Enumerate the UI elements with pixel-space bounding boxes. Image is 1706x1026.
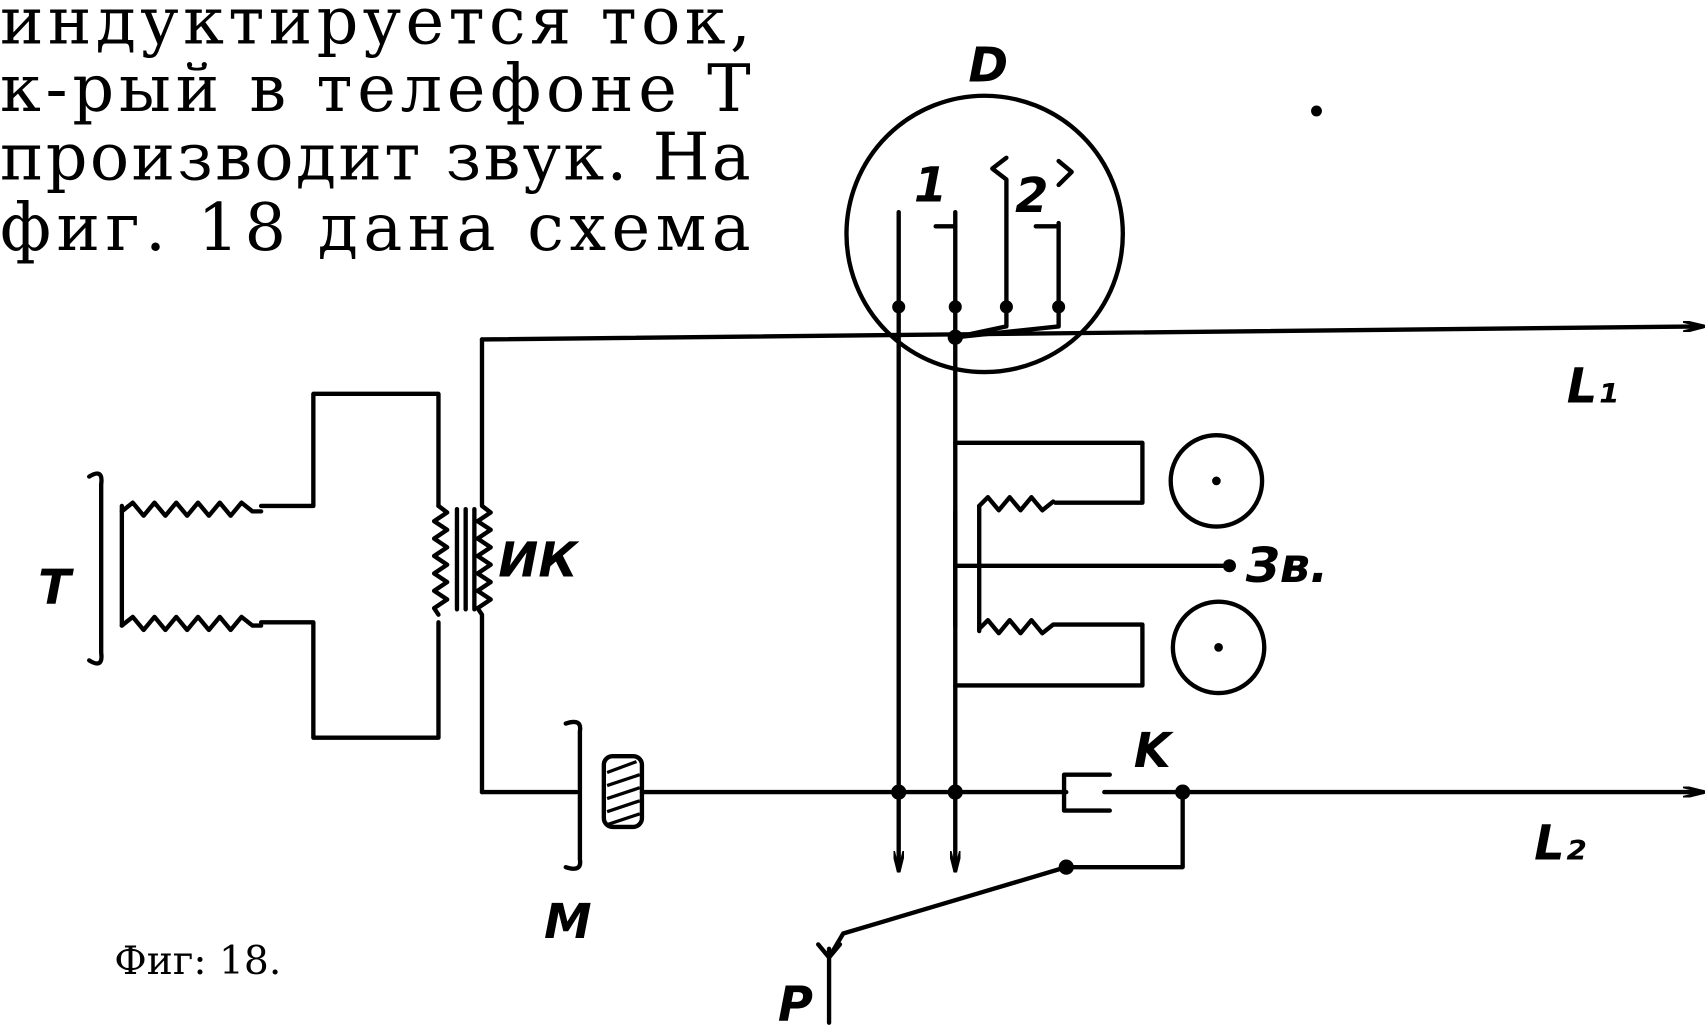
label-key: K [1134, 724, 1175, 779]
speck [1311, 105, 1322, 117]
label-telephone: T [38, 561, 74, 616]
switch-d: D 1 2 [844, 39, 1126, 873]
text-line: к-рый в телефоне T [0, 51, 751, 127]
label-d: D [968, 39, 1008, 94]
label-contact-1: 1 [914, 158, 947, 213]
label-induction-coil: ИК [498, 534, 580, 589]
text-line: индуктируется ток, [0, 0, 751, 60]
label-l2: L₂ [1534, 817, 1585, 872]
microphone-m: M [479, 719, 645, 950]
line-l1 [479, 326, 1703, 342]
label-microphone: M [544, 895, 592, 950]
label-lever: P [778, 978, 813, 1026]
label-bell: Зв. [1245, 539, 1328, 594]
line-l2: K L₂ P [639, 724, 1705, 1026]
label-contact-2: 2 [1015, 169, 1048, 224]
body-text: индуктируется ток, к-рый в телефоне T пр… [0, 0, 751, 266]
text-line: производит звук. На [0, 120, 751, 196]
figure-caption: Фиг: 18. [114, 939, 281, 984]
bell: Зв. [953, 433, 1328, 696]
text-line: фиг. 18 дана схема [0, 190, 751, 266]
label-l1: L₁ [1567, 360, 1618, 415]
telephone-t: T [38, 471, 264, 666]
induction-coil: ИК [258, 337, 580, 795]
